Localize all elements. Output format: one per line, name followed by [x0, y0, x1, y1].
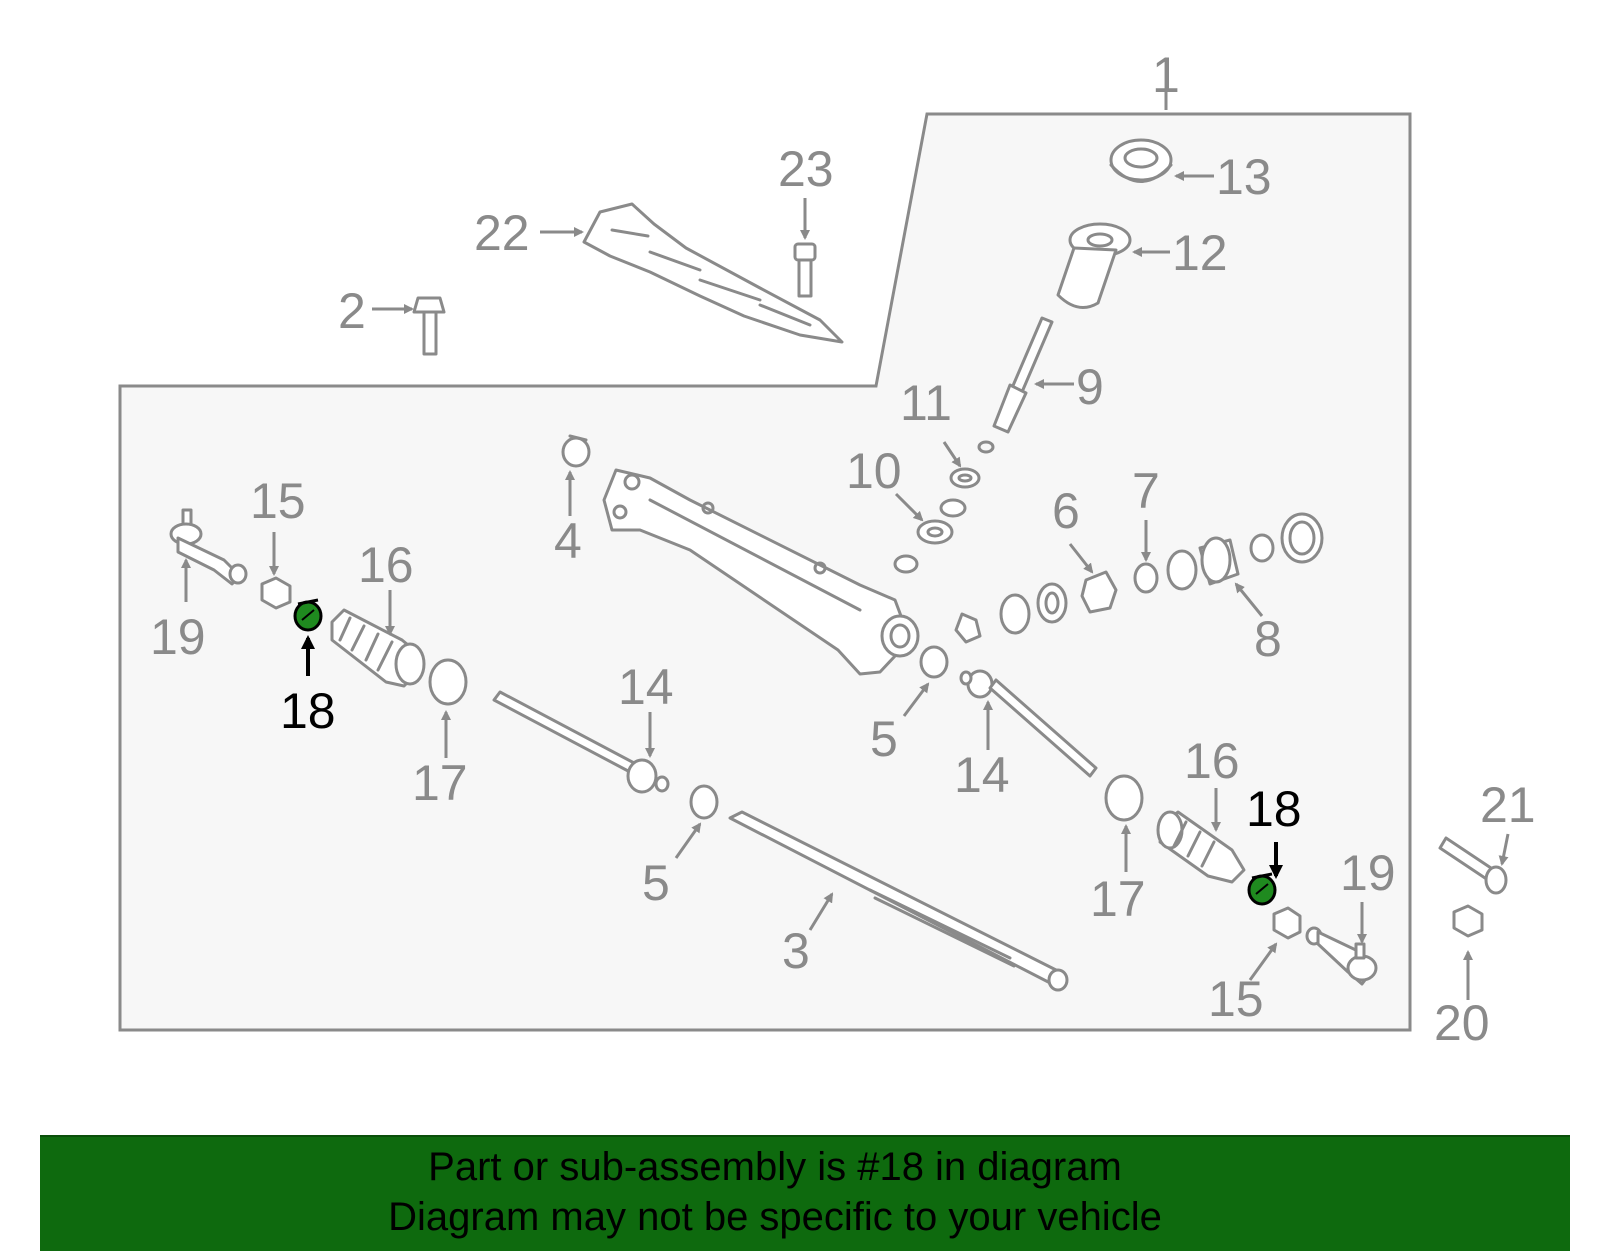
part-ring-seal: [999, 593, 1031, 635]
part-15-nut-left: [260, 576, 292, 610]
callout-8: 8: [1254, 611, 1282, 667]
part-rack-housing: [602, 468, 920, 676]
callout-14-right: 14: [954, 747, 1010, 803]
part-6-plug: [1080, 570, 1118, 614]
callout-6: 6: [1052, 483, 1080, 539]
callout-18-right: 18: [1246, 781, 1302, 837]
callout-9: 9: [1076, 359, 1104, 415]
callout-18-left: 18: [280, 683, 336, 739]
part-16-boot-left: [330, 608, 426, 688]
part-19-tie-rod-end-left: [169, 508, 248, 586]
callout-13: 13: [1216, 149, 1272, 205]
callout-15-left: 15: [250, 473, 306, 529]
callout-12: 12: [1172, 225, 1228, 281]
callout-11: 11: [900, 375, 952, 431]
callout-15-right: 15: [1208, 971, 1264, 1027]
part-5-oring-upper: [919, 645, 949, 679]
part-4-clamp: [561, 434, 591, 468]
callout-labels: 1 13 12 9 11 10 6 7 8 22 23 2 4 19 15 18…: [150, 47, 1536, 1051]
part-8-cap: [1198, 512, 1324, 586]
part-14-inner-tie-rod-right: [959, 669, 1098, 778]
part-7-ring: [1133, 562, 1159, 594]
callout-19-left: 19: [150, 609, 206, 665]
callout-23: 23: [778, 141, 834, 197]
callout-21: 21: [1480, 777, 1536, 833]
callout-1: 1: [1152, 47, 1180, 103]
part-5-oring-lower: [689, 784, 719, 820]
part-19-tie-rod-end-right: [1305, 926, 1378, 986]
callout-4: 4: [554, 513, 582, 569]
callout-3: 3: [782, 923, 810, 979]
callout-16-right: 16: [1184, 733, 1240, 789]
part-20-nut: [1452, 904, 1484, 938]
info-banner: Part or sub-assembly is #18 in diagram D…: [40, 1135, 1570, 1251]
callout-17-right: 17: [1090, 871, 1146, 927]
banner-line-disclaimer: Diagram may not be specific to your vehi…: [388, 1195, 1162, 1239]
part-3-rack-bar: [728, 810, 1069, 992]
callout-22: 22: [474, 205, 530, 261]
part-17-clamp-left: [428, 658, 468, 706]
part-ring-seal-b: [1036, 582, 1068, 624]
part-11-seal: [949, 467, 981, 489]
leader-arrows: [181, 171, 1510, 1000]
part-23-bolt: [793, 242, 817, 298]
part-16-boot-right: [1156, 810, 1246, 884]
part-13-dust-seal: [1109, 138, 1173, 183]
part-21-bolt: [1438, 836, 1508, 895]
part-ring-c: [1166, 549, 1198, 591]
part-9-pinion-shaft: [977, 316, 1054, 454]
part-2-bolt: [412, 296, 446, 356]
callout-19-right: 19: [1340, 845, 1396, 901]
callout-17-left: 17: [412, 755, 468, 811]
part-22-heat-shield: [582, 202, 844, 344]
callout-5-upper: 5: [870, 711, 898, 767]
callout-2: 2: [338, 283, 366, 339]
part-17-clamp-right: [1104, 774, 1144, 822]
part-yoke: [954, 612, 982, 644]
callout-20: 20: [1434, 995, 1490, 1051]
callout-14-left: 14: [618, 659, 674, 715]
callout-10: 10: [846, 443, 902, 499]
part-12-pinion-housing: [1056, 222, 1132, 309]
callout-5-lower: 5: [642, 855, 670, 911]
banner-line-part-number: Part or sub-assembly is #18 in diagram: [428, 1145, 1122, 1189]
callout-16-left: 16: [358, 537, 414, 593]
part-14-inner-tie-rod-left: [492, 690, 670, 794]
callout-7: 7: [1132, 463, 1160, 519]
part-18-clip-left: [293, 598, 323, 632]
part-15-nut-right: [1272, 906, 1302, 940]
part-10-seal: [893, 498, 967, 574]
part-18-clip-right: [1247, 872, 1277, 906]
